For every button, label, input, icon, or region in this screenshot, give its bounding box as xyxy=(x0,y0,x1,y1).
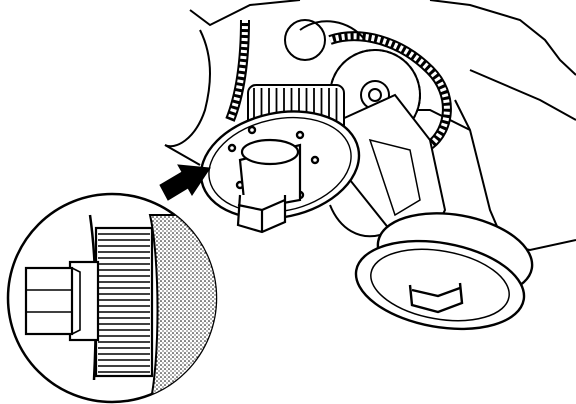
timing-belt xyxy=(225,19,452,149)
pulley xyxy=(354,212,534,331)
pointer-arrow xyxy=(159,164,211,201)
crankshaft-bolt xyxy=(236,138,302,234)
detail-inset xyxy=(6,192,218,404)
